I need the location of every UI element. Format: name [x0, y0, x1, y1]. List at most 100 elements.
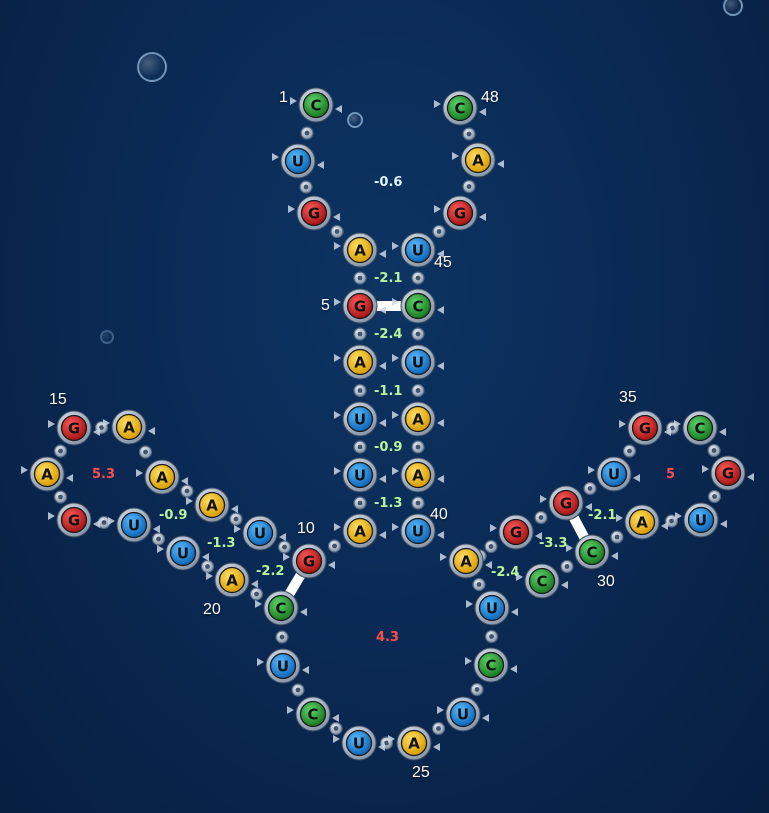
base-c-38[interactable]: C — [566, 534, 618, 570]
base-g-33[interactable]: G — [619, 410, 671, 446]
base-c-39[interactable]: C — [516, 563, 568, 599]
base-a-6[interactable]: A — [334, 344, 386, 380]
base-letter: C — [485, 657, 496, 675]
base-u-7[interactable]: U — [334, 401, 386, 437]
base-letter: U — [486, 600, 498, 618]
base-u-36[interactable]: U — [675, 502, 727, 538]
base-a-41[interactable]: A — [392, 457, 444, 493]
base-g-3[interactable]: G — [288, 195, 340, 231]
base-u-32[interactable]: U — [588, 456, 640, 492]
base-letter: A — [636, 514, 648, 532]
backbone-link — [432, 224, 446, 239]
base-letter: G — [639, 420, 651, 438]
position-label-15: 15 — [49, 391, 67, 408]
base-a-47[interactable]: A — [452, 142, 504, 178]
backbone-link — [484, 629, 499, 644]
backbone-link — [200, 559, 215, 574]
base-c-44[interactable]: C — [392, 288, 444, 324]
backbone-link — [411, 496, 425, 510]
energy-left-hairpin: 5.3 — [92, 467, 116, 482]
backbone-link — [353, 496, 367, 510]
base-c-23[interactable]: C — [287, 696, 339, 732]
base-u-11[interactable]: U — [234, 515, 286, 551]
position-label-30: 30 — [597, 573, 615, 590]
base-u-45[interactable]: U — [392, 232, 444, 268]
base-letter: G — [68, 420, 80, 438]
backbone-link — [353, 440, 367, 454]
base-letter: G — [510, 524, 522, 542]
base-u-24[interactable]: U — [333, 725, 385, 761]
position-label-1: 1 — [279, 89, 288, 106]
base-a-42[interactable]: A — [392, 401, 444, 437]
base-g-31[interactable]: G — [540, 485, 592, 521]
base-c-34[interactable]: C — [674, 410, 726, 446]
position-label-40: 40 — [430, 506, 448, 523]
base-g-17[interactable]: G — [48, 502, 100, 538]
backbone-link — [277, 540, 292, 554]
base-u-2[interactable]: U — [272, 143, 324, 179]
bubble — [100, 330, 114, 344]
backbone-link — [353, 383, 367, 398]
backbone-link — [534, 510, 548, 525]
base-letter: U — [277, 658, 289, 676]
base-c-27[interactable]: C — [465, 647, 517, 683]
base-a-25[interactable]: A — [388, 725, 440, 761]
backbone-link — [411, 327, 425, 341]
backbone-link — [180, 484, 194, 498]
backbone-link — [353, 327, 367, 341]
base-g-35[interactable]: G — [702, 455, 754, 491]
base-a-9[interactable]: A — [334, 513, 386, 549]
energy-right-stack-2: -3.3 — [539, 536, 568, 551]
base-a-4[interactable]: A — [334, 232, 386, 268]
backbone-links — [53, 126, 722, 750]
base-letter: A — [354, 523, 366, 541]
base-c-21[interactable]: C — [255, 590, 307, 626]
base-u-22[interactable]: U — [257, 648, 309, 684]
base-g-5[interactable]: G — [334, 288, 386, 324]
base-g-46[interactable]: G — [434, 195, 486, 231]
position-label-48: 48 — [481, 89, 499, 106]
base-a-37[interactable]: A — [616, 504, 668, 540]
backbone-link — [470, 682, 484, 697]
base-g-30[interactable]: G — [490, 514, 542, 550]
position-label-45: 45 — [434, 254, 452, 271]
backbone-link — [291, 683, 305, 697]
position-label-20: 20 — [203, 601, 221, 618]
energy-stack-5: -1.3 — [374, 496, 403, 511]
base-letter: A — [412, 467, 424, 485]
backbone-link — [249, 587, 264, 601]
base-a-12[interactable]: A — [186, 487, 238, 523]
base-u-40[interactable]: U — [392, 513, 444, 549]
base-g-10[interactable]: G — [283, 543, 335, 579]
base-a-13[interactable]: A — [136, 459, 188, 495]
base-u-19[interactable]: U — [157, 535, 209, 571]
base-letter: U — [608, 466, 620, 484]
base-u-28[interactable]: U — [466, 590, 518, 626]
base-letter: A — [41, 466, 53, 484]
base-letter: U — [292, 153, 304, 171]
base-u-26[interactable]: U — [437, 696, 489, 732]
energy-stack-1: -2.1 — [374, 271, 403, 286]
base-letter: C — [586, 544, 597, 562]
base-letter: U — [695, 512, 707, 530]
base-u-18[interactable]: U — [108, 507, 160, 543]
backbone-link — [300, 126, 314, 140]
base-c-48[interactable]: C — [434, 90, 486, 126]
energy-right-stack-1: -2.4 — [491, 565, 520, 580]
base-a-14[interactable]: A — [103, 409, 155, 445]
base-a-20[interactable]: A — [206, 562, 258, 598]
backbone-link — [560, 559, 574, 574]
base-u-43[interactable]: U — [392, 344, 444, 380]
base-u-8[interactable]: U — [334, 457, 386, 493]
energy-right-hairpin: 5 — [666, 467, 676, 482]
backbone-link — [462, 127, 476, 141]
base-a-16[interactable]: A — [21, 456, 73, 492]
base-g-15[interactable]: G — [48, 410, 100, 446]
base-a-29[interactable]: A — [440, 543, 492, 579]
backbone-link — [53, 444, 68, 458]
base-c-1[interactable]: C — [290, 87, 342, 123]
backbone-link — [707, 443, 721, 458]
base-letter: A — [460, 553, 472, 571]
